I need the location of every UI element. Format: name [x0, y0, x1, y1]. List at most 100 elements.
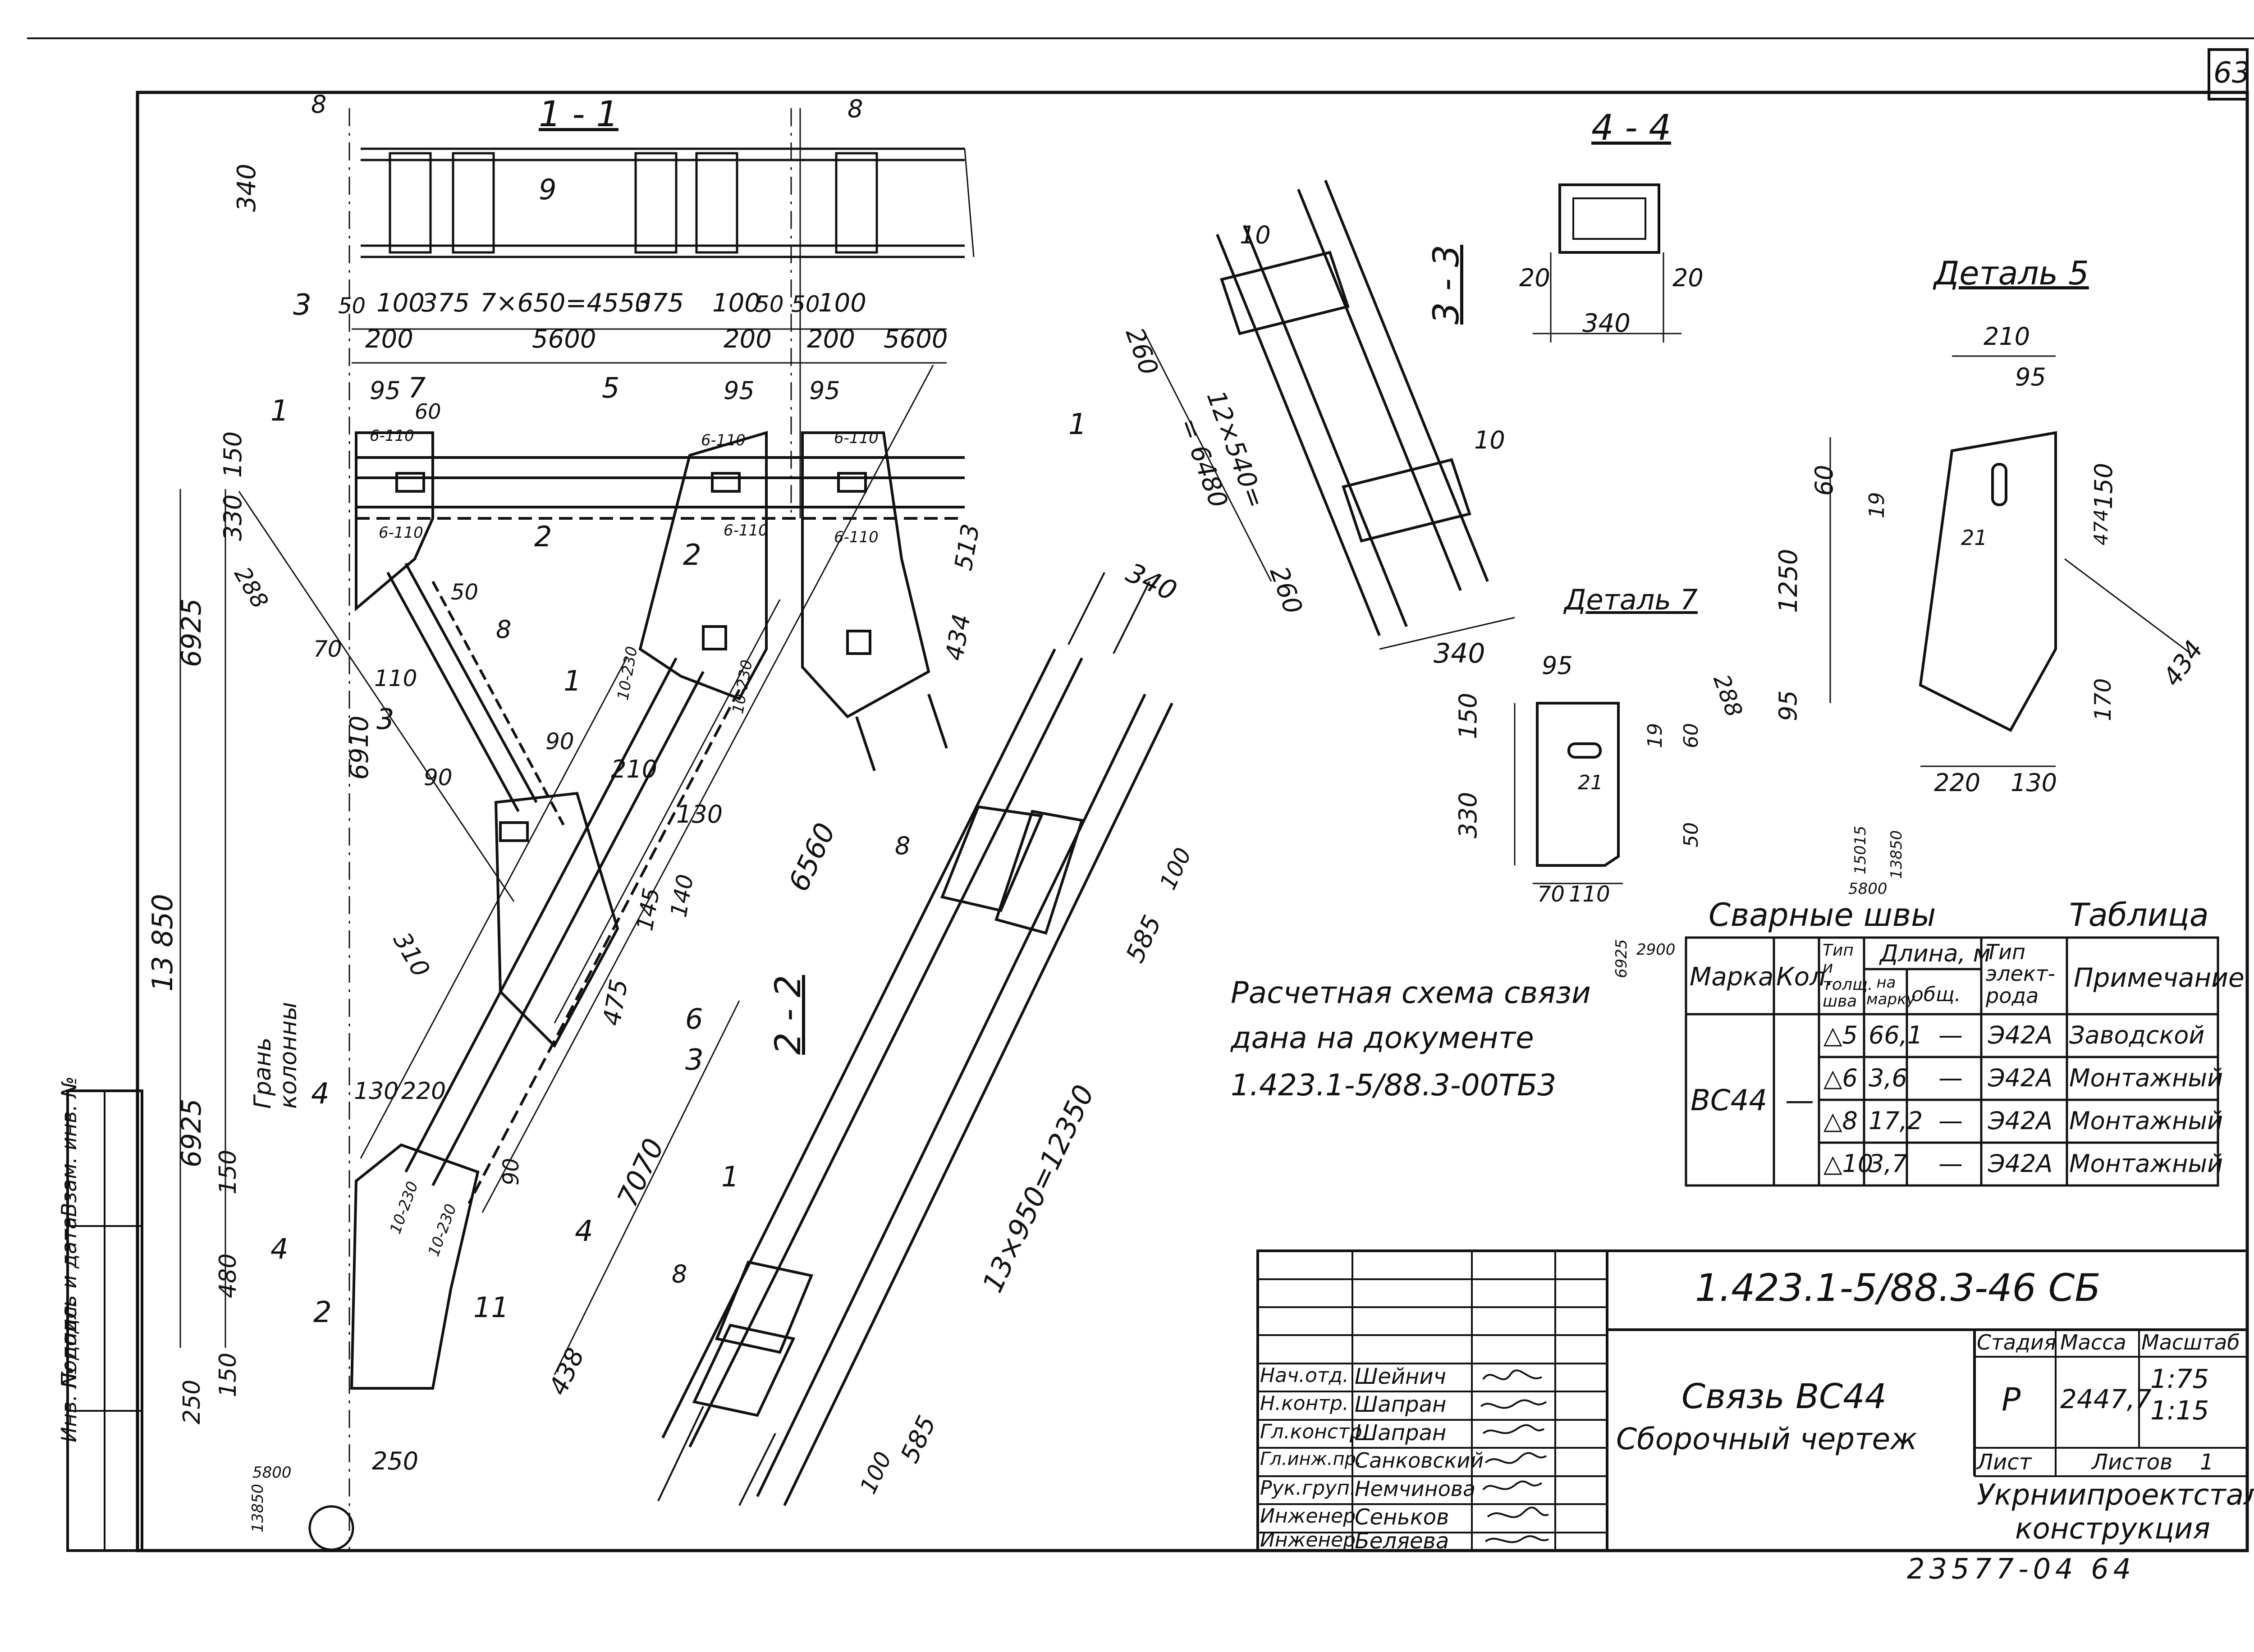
- signature-name: Шейнич: [1355, 1364, 1446, 1389]
- weld-header-length: Длина, м: [1880, 940, 1991, 967]
- position-5: 5: [602, 371, 620, 404]
- signature-role: Гл.инж.пр.: [1260, 1449, 1362, 1469]
- dim-150b: 150: [215, 1149, 242, 1194]
- position-8a: 8: [311, 90, 327, 119]
- weld-header-note: Примечание: [2074, 962, 2245, 993]
- dim-70: 70: [313, 636, 342, 662]
- dim-150c: 150: [215, 1352, 242, 1397]
- dim-150: 150: [219, 431, 247, 478]
- cut-mark-2-lower: 2: [313, 1296, 332, 1329]
- weld-header-mark: Марка: [1690, 962, 1774, 992]
- dim-330: 330: [219, 494, 247, 541]
- signature-name: Немчинова: [1355, 1477, 1476, 1501]
- position-8e: 8: [672, 1260, 687, 1288]
- dim-145: 145: [632, 886, 665, 933]
- position-8d: 8: [895, 832, 911, 860]
- dim-50: 50: [451, 580, 479, 605]
- d7-dim-150: 150: [1454, 692, 1482, 739]
- organization-line-1: Укрниипроектсталь-: [1977, 1478, 2254, 1512]
- signature-name: Санковский: [1355, 1448, 1484, 1473]
- dim-top-50a: 50: [338, 293, 366, 319]
- section-2-2: [657, 572, 1173, 1506]
- cut-mark-2: 2: [683, 539, 701, 572]
- note-line-1: Расчетная схема связи: [1231, 975, 1591, 1010]
- signature-role: Гл.констр.: [1260, 1420, 1369, 1443]
- weld-6-110-d: 6-110: [724, 522, 768, 540]
- dim-top-375b: 375: [636, 288, 684, 318]
- drawing-name-line-2: Сборочный чертеж: [1616, 1422, 1917, 1456]
- weld-row-note: Монтажный: [2069, 1064, 2223, 1092]
- d5-dim-210: 210: [1984, 322, 2030, 351]
- dim-210: 210: [611, 755, 658, 783]
- dim-top-100c: 100: [818, 288, 866, 318]
- stage-header: Стадия: [1977, 1330, 2057, 1355]
- d7-dim-6925: 6925: [1613, 939, 1631, 978]
- dim-13850: 13 850: [146, 894, 179, 992]
- d7-dim-50: 50: [1680, 822, 1703, 847]
- position-9: 9: [539, 173, 557, 206]
- title-block-grid: [1256, 1249, 2249, 1552]
- weld-row-electrode: Э42А: [1988, 1107, 2053, 1135]
- weld-row-note: Монтажный: [2069, 1107, 2223, 1135]
- d7-dim-2900: 2900: [1636, 941, 1676, 959]
- archive-number: 23577-04 64: [1907, 1552, 2136, 1585]
- dim-top-200b: 200: [724, 325, 772, 354]
- weld-row-type: △6: [1823, 1064, 1858, 1092]
- weld-row-length: 17,2: [1869, 1107, 1923, 1135]
- dim-130b: 130: [354, 1078, 399, 1105]
- weld-header-qty: Кол.: [1776, 962, 1834, 992]
- side-strip-replaced-inv: Взам. инв. №: [57, 1076, 81, 1217]
- weld-row-type: △5: [1823, 1021, 1858, 1049]
- sheets-header: Листов: [2092, 1450, 2173, 1475]
- signature-role: Инженер: [1260, 1505, 1356, 1528]
- weld-row-total: —: [1938, 1021, 1963, 1049]
- d7-dim-95: 95: [1542, 651, 1573, 680]
- section-title-3-3: 3 - 3: [1426, 245, 1467, 325]
- position-6: 6: [685, 1002, 703, 1035]
- sheets-value: 1: [2200, 1450, 2214, 1475]
- d5-dim-95-bottom: 95: [1774, 690, 1802, 721]
- dim-5800: 5800: [252, 1464, 292, 1482]
- weld-table-title: Сварные швы: [1709, 897, 1936, 934]
- s33-dim-340: 340: [1434, 638, 1485, 669]
- d5-dim-170: 170: [2090, 678, 2116, 721]
- d5-dim-15015: 15015: [1851, 825, 1869, 874]
- d5-dim-130: 130: [2011, 769, 2057, 797]
- weld-table-grid: [1685, 936, 2219, 1187]
- d5-dim-5800: 5800: [1848, 880, 1887, 898]
- d7-dim-330: 330: [1454, 792, 1482, 838]
- dim-top-375a: 375: [421, 288, 470, 318]
- note-line-3: 1.423.1-5/88.3-00ТБ3: [1231, 1068, 1557, 1103]
- detail-5-drawing: [1829, 355, 2191, 767]
- cut-mark-4-left: 4: [311, 1077, 330, 1111]
- d7-dim-19: 19: [1644, 723, 1667, 748]
- d5-dim-21: 21: [1961, 526, 1988, 550]
- page-number-box: [2208, 48, 2249, 101]
- d7-dim-21: 21: [1578, 771, 1603, 794]
- side-strip-signature-date: Подпись и дата: [57, 1216, 81, 1388]
- d5-dim-60: 60: [1810, 465, 1838, 496]
- position-7: 7: [408, 371, 426, 404]
- drawing-frame: [136, 91, 2249, 1552]
- drawing-name-line-1: Связь ВС44: [1681, 1376, 1887, 1416]
- dim-90a: 90: [424, 764, 453, 791]
- cut-mark-3-lower: 3: [685, 1043, 704, 1077]
- section-title-1-1: 1 - 1: [539, 94, 618, 135]
- d5-dim-13850: 13850: [1887, 830, 1906, 879]
- signature-name: Шапран: [1355, 1392, 1447, 1417]
- weld-row-total: —: [1938, 1149, 1963, 1178]
- signature-role: Н.контр.: [1260, 1392, 1349, 1415]
- position-4: 4: [270, 1232, 289, 1265]
- section-1-1: [348, 108, 975, 1551]
- doc-code: 1.423.1-5/88.3-46 СБ: [1695, 1266, 2101, 1310]
- detail-7-title: Деталь 7: [1564, 583, 1698, 616]
- weld-row-length: 66,1: [1869, 1021, 1923, 1049]
- dim-top-5600b: 5600: [884, 325, 948, 354]
- weld-header-type: Тип и толщ. шва: [1823, 941, 1873, 1011]
- d5-dim-220: 220: [1934, 769, 1981, 797]
- dim-140: 140: [665, 872, 699, 920]
- stage-value: Р: [2002, 1381, 2021, 1418]
- cut-mark-1-left: 1: [270, 394, 289, 428]
- weld-row-length: 3,6: [1869, 1064, 1907, 1092]
